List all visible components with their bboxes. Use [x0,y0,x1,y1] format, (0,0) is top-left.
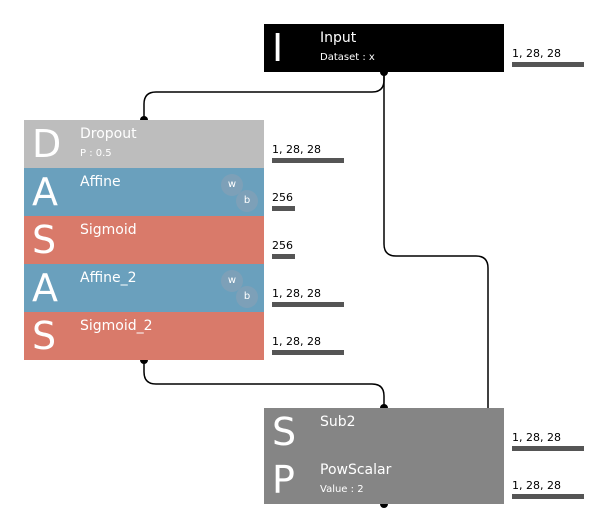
output-shape-label: 1, 28, 28 [272,143,321,156]
layer-node-sub2[interactable]: S Sub2 [264,408,504,456]
output-shape-bar [512,446,584,451]
output-shape-bar [272,302,344,307]
parameter-w-badge[interactable]: w [221,174,243,196]
layer-title: Input [320,30,357,46]
layer-title: Sigmoid_2 [80,318,153,334]
output-shape-label: 256 [272,191,293,204]
layer-type-letter: D [32,122,62,166]
layer-type-letter: S [272,410,297,454]
layer-type-letter: S [32,314,57,358]
layer-type-letter: S [32,218,57,262]
connection-wire [143,72,385,120]
connection-wire [383,72,489,440]
layer-type-letter: A [32,170,58,214]
parameter-b-badge[interactable]: b [236,190,258,212]
layer-title: Affine [80,174,121,190]
output-shape-bar [512,62,584,67]
output-shape-bar [272,350,344,355]
layer-title: Affine_2 [80,270,137,286]
output-shape-bar [272,206,295,211]
layer-node-sigmoid[interactable]: S Sigmoid [24,216,264,264]
parameter-b-badge[interactable]: b [236,286,258,308]
output-shape-label: 1, 28, 28 [512,431,561,444]
connection-wire [143,360,385,408]
layer-node-dropout[interactable]: D Dropout P : 0.5 [24,120,264,168]
layer-title: PowScalar [320,462,392,478]
layer-title: Sub2 [320,414,356,430]
layer-type-letter: A [32,266,58,310]
output-shape-label: 1, 28, 28 [272,287,321,300]
layer-node-sigmoid-2[interactable]: S Sigmoid_2 [24,312,264,360]
layer-title: Dropout [80,126,137,142]
output-shape-bar [272,158,344,163]
layer-parameter: Dataset : x [320,52,375,63]
output-shape-label: 1, 28, 28 [272,335,321,348]
output-shape-label: 1, 28, 28 [512,47,561,60]
output-shape-label: 1, 28, 28 [512,479,561,492]
layer-parameter: Value : 2 [320,484,364,495]
parameter-w-badge[interactable]: w [221,270,243,292]
layer-type-letter: I [272,26,284,70]
layer-type-letter: P [272,458,295,502]
layer-parameter: P : 0.5 [80,148,112,159]
layer-title: Sigmoid [80,222,137,238]
output-shape-bar [512,494,584,499]
output-shape-bar [272,254,295,259]
output-shape-label: 256 [272,239,293,252]
